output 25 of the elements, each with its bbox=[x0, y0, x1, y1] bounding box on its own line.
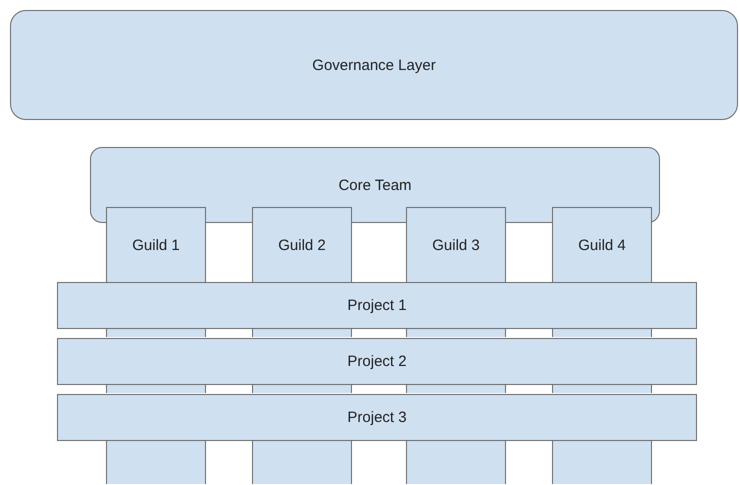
project-bar bbox=[57, 282, 697, 329]
guild-column bbox=[406, 385, 506, 393]
box-label: Guild 2 bbox=[278, 236, 326, 254]
guild-column bbox=[106, 441, 206, 484]
guild-column bbox=[106, 329, 206, 337]
guild-column bbox=[552, 385, 652, 393]
box-label: Core Team bbox=[338, 177, 412, 194]
guild-column bbox=[552, 441, 652, 484]
guild-column bbox=[252, 329, 352, 337]
box-label: Guild 1 bbox=[132, 236, 180, 254]
box-label: Project 2 bbox=[347, 353, 407, 370]
guild-column bbox=[252, 385, 352, 393]
guild-column bbox=[406, 329, 506, 337]
guild-column bbox=[552, 329, 652, 337]
layer-band bbox=[10, 10, 738, 120]
box-label: Guild 3 bbox=[432, 236, 480, 254]
guild-column bbox=[252, 441, 352, 484]
box-label: Project 3 bbox=[347, 409, 407, 426]
box-label: Governance Layer bbox=[312, 56, 436, 74]
guild-column bbox=[106, 385, 206, 393]
project-bar bbox=[57, 394, 697, 441]
box-label: Project 1 bbox=[347, 297, 407, 314]
guild-column bbox=[406, 441, 506, 484]
box-label: Guild 4 bbox=[578, 236, 626, 254]
project-bar bbox=[57, 338, 697, 385]
